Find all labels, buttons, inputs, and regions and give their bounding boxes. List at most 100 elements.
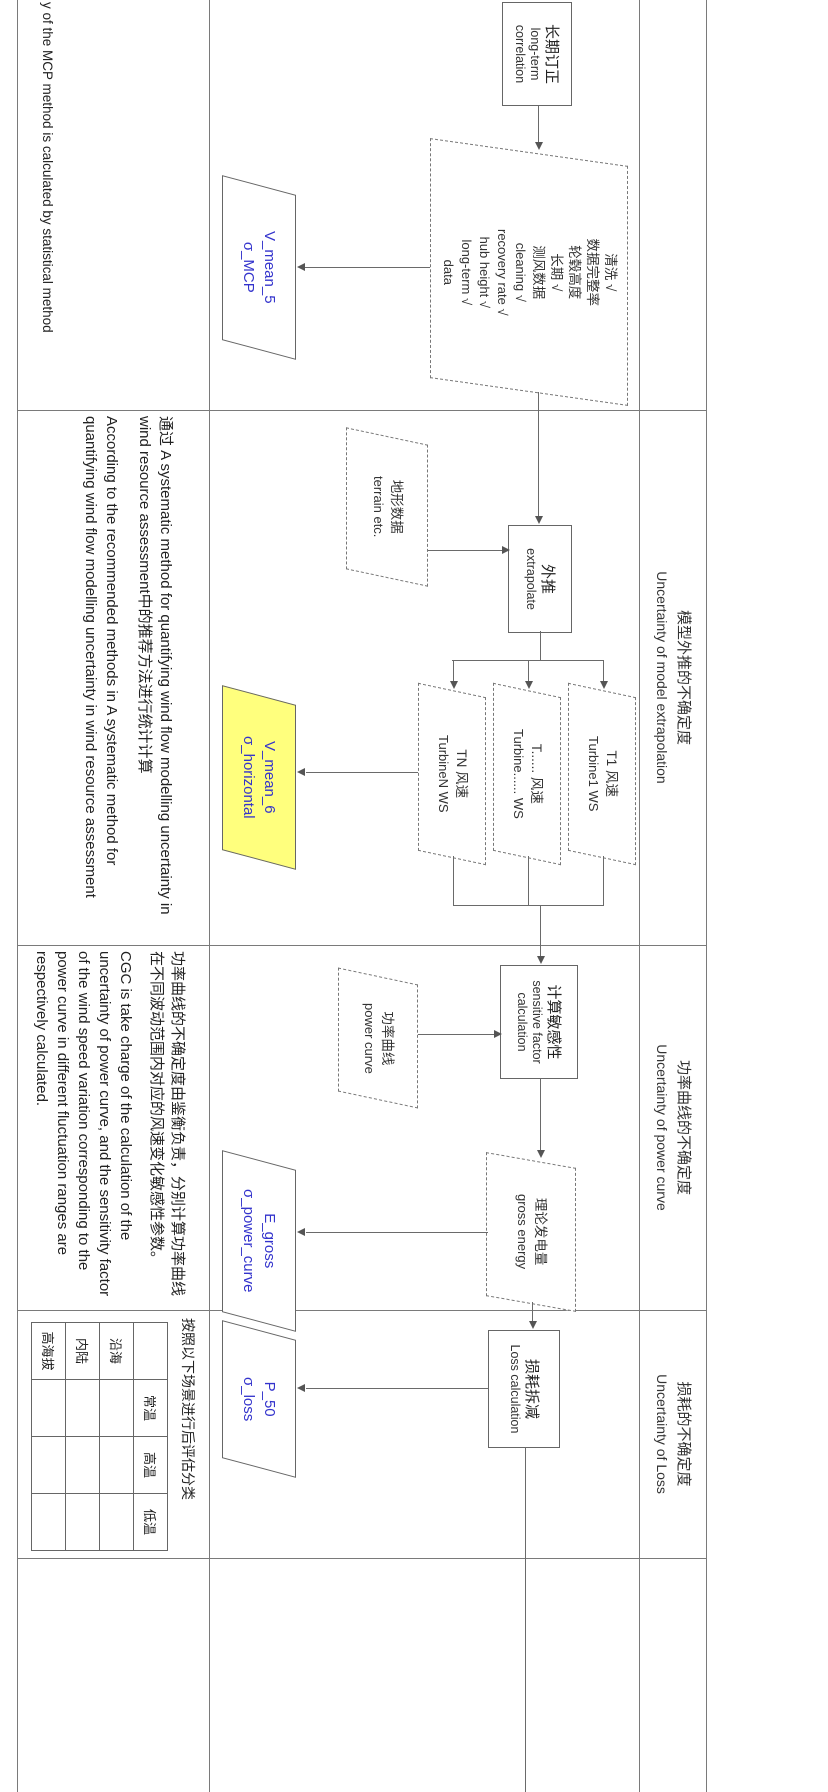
column-divider-4 xyxy=(18,1558,707,1559)
connector-line xyxy=(428,550,503,551)
connector-line xyxy=(453,856,454,905)
result-value: P_50 xyxy=(261,1381,278,1417)
arrow-down-icon xyxy=(297,1384,305,1392)
table-row: 沿海 xyxy=(99,1322,134,1551)
connector-line xyxy=(532,1302,533,1322)
shape-label-en: TurbineN WS xyxy=(436,735,451,813)
checklist-line: 长期 √ xyxy=(549,252,564,292)
connector-line xyxy=(540,631,541,661)
data-shape-turbine1-ws: T1 风速 Turbine1 WS xyxy=(568,682,636,866)
checklist-line: hub height √ xyxy=(477,236,492,308)
shape-label-en: terrain etc. xyxy=(371,476,386,538)
box-label-cn: 外推 xyxy=(539,563,556,594)
gross-energy-text: 理论发电量 gross energy xyxy=(513,1194,549,1269)
table-row-header: 沿海 xyxy=(99,1322,134,1380)
section-header-loss: 损耗的不确定度 Uncertainty of Loss xyxy=(652,1310,694,1558)
table-cell xyxy=(65,1436,100,1494)
table-row-header: 内陆 xyxy=(65,1322,100,1380)
data-shape-turbine-mid-ws: T...... 风速 Turbine...... WS xyxy=(493,682,561,866)
checklist-line: data xyxy=(441,259,456,285)
box-label-en: long-term correlation xyxy=(513,24,543,84)
table-flow-description-separator xyxy=(209,0,210,1792)
terrain-text: 地形数据 terrain etc. xyxy=(369,476,405,537)
checklist-line: recovery rate √ xyxy=(495,228,510,316)
table-col-header: 低温 xyxy=(133,1493,168,1551)
result-sigma: σ_MCP xyxy=(240,242,257,293)
output-vmean5-text: V_mean_5 σ_MCP xyxy=(238,231,280,304)
process-box-loss-calculation: 损耗拆减 Loss calculation xyxy=(488,1330,560,1448)
table-cell xyxy=(31,1493,66,1551)
description-power-curve-en: CGC is take charge of the calculation of… xyxy=(33,951,134,1297)
data-shape-power-curve: 功率曲线 power curve xyxy=(338,967,418,1109)
result-value: V_mean_6 xyxy=(261,741,278,814)
connector-line xyxy=(306,772,418,773)
arrow-right-icon xyxy=(450,681,458,689)
turbine-mid-text: T...... 风速 Turbine...... WS xyxy=(509,729,545,819)
column-divider-2 xyxy=(18,945,707,946)
arrow-right-icon xyxy=(535,142,543,150)
turbineN-text: TN 风速 TurbineN WS xyxy=(434,735,470,813)
column-divider-3 xyxy=(18,1310,707,1311)
checklist-line: 测风数据 xyxy=(531,244,546,299)
table-cell xyxy=(31,1436,66,1494)
table-cell xyxy=(65,1493,100,1551)
output-p50-parallelogram: P_50 σ_loss xyxy=(222,1320,296,1478)
section-title-cn: 损耗的不确定度 xyxy=(675,1381,692,1487)
process-box-extrapolate: 外推 extrapolate xyxy=(508,525,572,633)
box-label-cn: 长期订正 xyxy=(543,23,561,84)
shape-label-en: gross energy xyxy=(515,1194,530,1270)
connector-line xyxy=(528,856,529,905)
turbine1-text: T1 风速 Turbine1 WS xyxy=(584,736,620,811)
box-label-cn: 计算敏感性 xyxy=(545,984,563,1060)
table-corner-cell xyxy=(133,1322,168,1380)
description-extrapolation-en: According to the recommended methods in … xyxy=(82,416,120,898)
connector-line-continues-offscreen xyxy=(525,1447,526,1792)
arrow-right-icon xyxy=(600,681,608,689)
table-cell xyxy=(31,1379,66,1437)
connector-line xyxy=(418,1034,495,1035)
scenario-classification-table: 常温 高温 低温 沿海 内陆 高海拔 xyxy=(31,1322,168,1551)
arrow-down-icon xyxy=(297,768,305,776)
section-header-model-extrapolation: 模型外推的不确定度 Uncertainty of model extrapola… xyxy=(652,410,694,945)
data-shape-met-data: 清洗 √ 数据完整率 轮毂高度 长期 √ 测风数据 cleaning √ rec… xyxy=(430,138,628,406)
checklist-line: 数据完整率 xyxy=(585,238,600,306)
checklist-line: long-term √ xyxy=(459,239,474,305)
description-mcp: y of the MCP method is calculated by sta… xyxy=(40,2,55,333)
arrow-up-icon xyxy=(494,1030,502,1038)
result-sigma: σ_power_curve xyxy=(240,1189,257,1293)
output-egross-parallelogram: E_gross σ_power_curve xyxy=(222,1150,296,1332)
section-title-cn: 功率曲线的不确定度 xyxy=(675,1059,692,1195)
table-cell xyxy=(99,1379,134,1437)
connector-line xyxy=(528,661,529,682)
table-border-top xyxy=(706,0,707,1792)
box-label-en: extrapolate xyxy=(524,548,538,610)
connector-line xyxy=(453,905,604,906)
connector-line xyxy=(305,267,430,268)
column-divider-1 xyxy=(18,410,707,411)
table-row: 内陆 xyxy=(65,1322,100,1551)
power-curve-text: 功率曲线 power curve xyxy=(360,1003,396,1074)
data-shape-gross-energy: 理论发电量 gross energy xyxy=(486,1152,576,1312)
result-value: E_gross xyxy=(261,1213,278,1269)
box-label-cn: 损耗拆减 xyxy=(523,1358,540,1419)
table-header-separator xyxy=(639,0,640,1792)
arrow-right-icon xyxy=(535,516,543,524)
output-p50-text: P_50 σ_loss xyxy=(238,1377,280,1421)
arrow-up-icon xyxy=(502,546,510,554)
shape-label-en: Turbine...... WS xyxy=(511,729,526,819)
result-value: V_mean_5 xyxy=(261,231,278,304)
shape-label-en: power curve xyxy=(362,1002,377,1074)
connector-line xyxy=(603,856,604,905)
table-col-header: 常温 xyxy=(133,1379,168,1437)
box-label-en: Loss calculation xyxy=(508,1344,522,1434)
box-label-en: sensitive factor xyxy=(530,980,545,1064)
table-cell xyxy=(99,1493,134,1551)
box-label-en: calculation xyxy=(515,992,530,1052)
shape-label-cn: T1 风速 xyxy=(604,750,619,798)
checklist-line: cleaning √ xyxy=(513,242,528,302)
connector-line xyxy=(306,1232,488,1233)
connector-line xyxy=(540,1078,541,1150)
table-row: 高海拔 xyxy=(31,1322,66,1551)
section-title-cn: 模型外推的不确定度 xyxy=(675,609,692,745)
checklist-line: 轮毂高度 xyxy=(567,244,582,299)
